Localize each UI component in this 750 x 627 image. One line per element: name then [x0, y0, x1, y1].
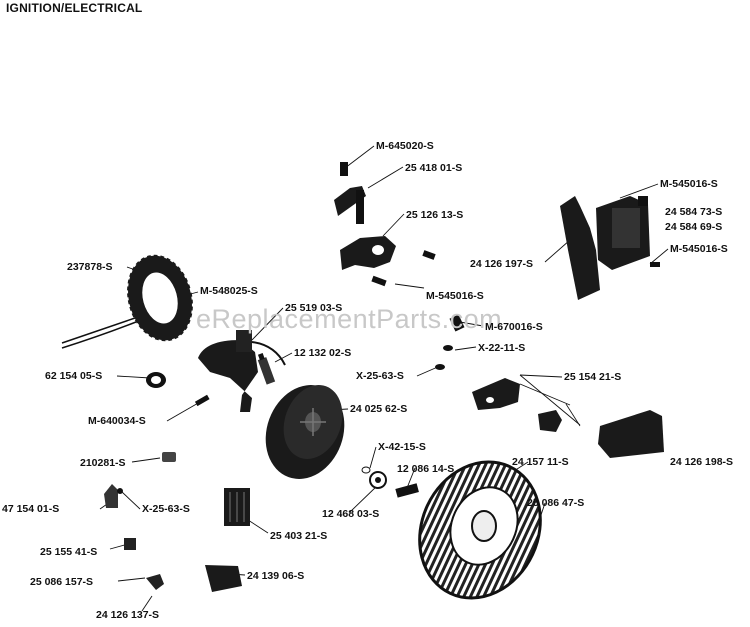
label-24126198s: 24 126 198-S: [670, 456, 734, 468]
label-m645020s: M-645020-S: [376, 140, 434, 152]
diagram-title: IGNITION/ELECTRICAL: [6, 1, 143, 15]
label-237878s: 237878-S: [67, 261, 113, 273]
label-25086157s: 25 086 157-S: [30, 576, 94, 588]
label-2402562s: 24 025 62-S: [350, 403, 408, 415]
ignition-module-part: [198, 330, 286, 412]
label-m545016s-mid: M-545016-S: [426, 290, 484, 302]
label-2508647s: 25 086 47-S: [527, 497, 585, 509]
left-hardware-part: [104, 452, 537, 592]
label-2541801s: 25 418 01-S: [405, 162, 463, 174]
regulator-bracket-part: [560, 196, 660, 300]
small-hardware-part: [435, 314, 465, 370]
rectifier-bracket-part: [334, 162, 366, 224]
label-1246803s: 12 468 03-S: [322, 508, 380, 520]
label-4715401s: 47 154 01-S: [2, 503, 60, 515]
label-2458473s: 24 584 73-S: [665, 206, 723, 218]
label-2413906s: 24 139 06-S: [247, 570, 305, 582]
label-210281s: 210281-S: [80, 457, 126, 469]
mounting-plate-part: [472, 378, 581, 432]
label-1208614s: 12 086 14-S: [397, 463, 455, 475]
label-1213202s: 12 132 02-S: [294, 347, 352, 359]
label-2540321s: 25 403 21-S: [270, 530, 328, 542]
label-24126137s: 24 126 137-S: [96, 609, 160, 621]
label-x2211s: X-22-11-S: [478, 342, 526, 354]
label-m545016s-top: M-545016-S: [660, 178, 718, 190]
label-m545016s-right: M-545016-S: [670, 243, 728, 255]
label-2515421s: 25 154 21-S: [564, 371, 622, 383]
label-m640034s: M-640034-S: [88, 415, 146, 427]
label-24126197s: 24 126 197-S: [470, 258, 534, 270]
label-6215405s: 62 154 05-S: [45, 370, 103, 382]
label-m670016s: M-670016-S: [485, 321, 543, 333]
label-2515541s: 25 155 41-S: [40, 546, 98, 558]
wire-clip-part: [146, 372, 166, 388]
label-2551903s: 25 519 03-S: [285, 302, 343, 314]
flywheel-part: [265, 385, 345, 479]
label-2458469s: 24 584 69-S: [665, 221, 723, 233]
spark-plug-part: [257, 353, 276, 385]
label-m548025s: M-548025-S: [200, 285, 258, 297]
watermark: eReplacementParts.com: [196, 304, 503, 334]
label-2415711s: 24 157 11-S: [512, 456, 569, 468]
cooling-fan-part: [418, 460, 542, 600]
label-x4215s: X-42-15-S: [378, 441, 426, 453]
label-2512613s: 25 126 13-S: [406, 209, 464, 221]
screw-part: [194, 394, 210, 407]
bracket-part: [340, 236, 436, 287]
label-x2563s-low: X-25-63-S: [142, 503, 190, 515]
label-x2563s-mid: X-25-63-S: [356, 370, 404, 382]
stator-part: [61, 253, 194, 349]
cover-part: [598, 410, 664, 458]
